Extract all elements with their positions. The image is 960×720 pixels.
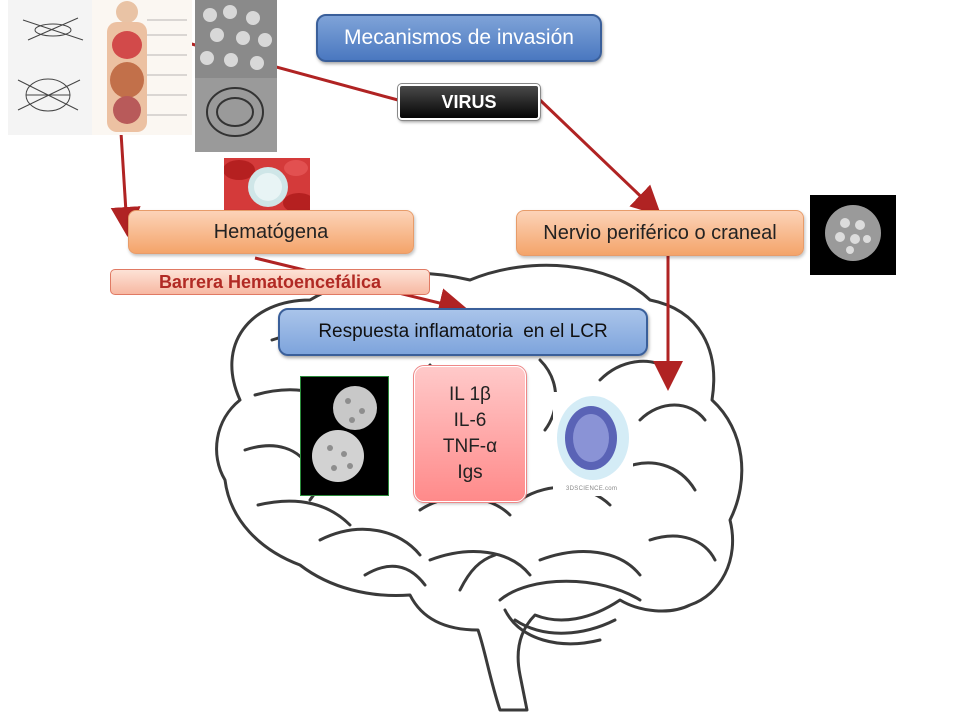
cytokine-item: IL 1β (449, 384, 491, 405)
response-box: Respuesta inflamatoria en el LCR (278, 308, 648, 356)
hematogena-box: Hematógena (128, 210, 414, 254)
virus-micrograph-image (195, 0, 277, 152)
image-caption: 3DSCIENCE.com (566, 486, 618, 492)
response-label: Respuesta inflamatoria en el LCR (318, 321, 608, 342)
nervio-label: Nervio periférico o craneal (543, 221, 777, 244)
hematogena-label: Hematógena (213, 220, 329, 243)
insect-vectors-image (8, 0, 98, 135)
barrier-box: Barrera Hematoencefálica (110, 269, 430, 295)
cytokine-item: IL-6 (453, 410, 487, 431)
arrow-virus-to-nerve (538, 98, 662, 217)
cytokines-box: IL 1β IL-6 TNF-α Igs (413, 365, 527, 503)
virus-label: VIRUS (441, 91, 497, 112)
barrier-label: Barrera Hematoencefálica (158, 271, 382, 292)
cytokine-item: Igs (457, 462, 483, 483)
page-title: Mecanismos de invasión (344, 26, 574, 49)
lymphocytes-micrograph-image (300, 376, 389, 496)
title-box: Mecanismos de invasión (316, 14, 602, 62)
virus-box: VIRUS (397, 83, 541, 121)
nervio-box: Nervio periférico o craneal (516, 210, 804, 256)
virus-particle-image (810, 195, 896, 275)
human-anatomy-image (92, 0, 192, 135)
cell-3d-image (553, 392, 633, 496)
white-blood-cell-image (224, 158, 310, 216)
cytokine-item: TNF-α (442, 436, 498, 457)
